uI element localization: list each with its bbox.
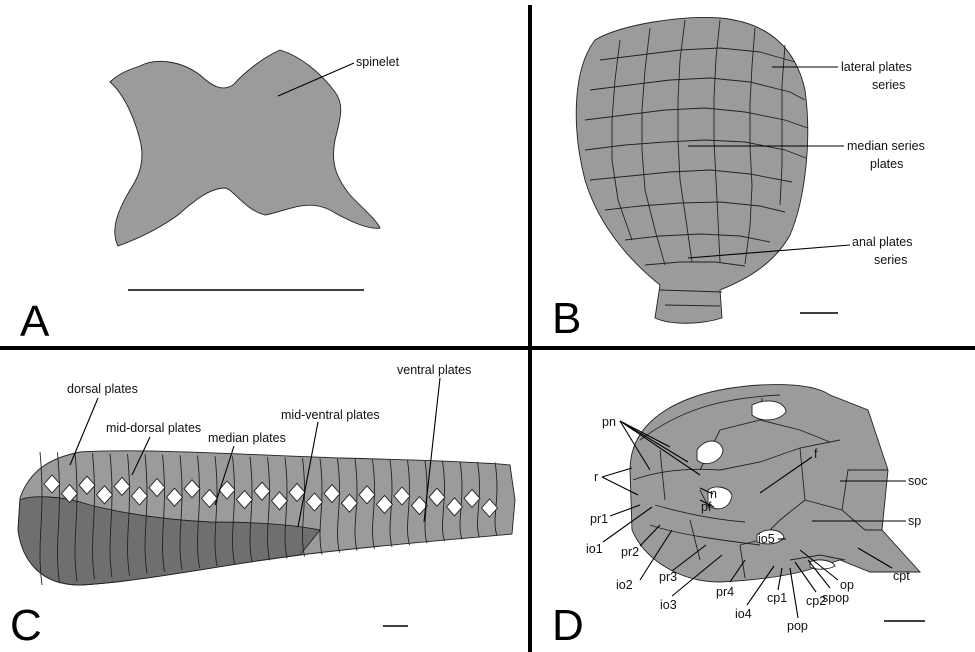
ventral-label: ventral plates (397, 363, 471, 377)
panel-letter-b: B (552, 294, 581, 343)
label-pn: pn (602, 415, 616, 429)
panel-a: spinelet A (20, 50, 400, 346)
panel-d: pn r n pf f soc sp cpt io5 op spop cp2 p… (552, 385, 927, 650)
label-io1: io1 (586, 542, 603, 556)
label-cp1: cp1 (767, 591, 787, 605)
label-io5: io5 (758, 532, 775, 546)
label-r: r (594, 470, 598, 484)
anal-label-2: series (874, 253, 907, 267)
label-pr4: pr4 (716, 585, 734, 599)
spinelet-label: spinelet (356, 55, 400, 69)
panel-b: lateral plates series median series plat… (552, 17, 925, 343)
label-sp: sp (908, 514, 921, 528)
label-op: op (840, 578, 854, 592)
label-cp2: cp2 (806, 594, 826, 608)
label-pr2: pr2 (621, 545, 639, 559)
panel-letter-c: C (10, 601, 42, 650)
panel-c: dorsal plates mid-dorsal plates median p… (10, 363, 515, 650)
label-pr3: pr3 (659, 570, 677, 584)
label-pf: pf (701, 500, 712, 514)
label-f: f (814, 447, 818, 461)
anal-label-1: anal plates (852, 235, 912, 249)
panel-letter-d: D (552, 601, 584, 650)
label-pop: pop (787, 619, 808, 633)
mid-ventral-label: mid-ventral plates (281, 408, 380, 422)
label-io4: io4 (735, 607, 752, 621)
plate-cluster-outline (576, 17, 807, 323)
spinelet-shape (110, 50, 380, 246)
label-soc: soc (908, 474, 927, 488)
label-io2: io2 (616, 578, 633, 592)
median-label-1: median series (847, 139, 925, 153)
label-pr1: pr1 (590, 512, 608, 526)
label-cpt: cpt (893, 569, 910, 583)
lateral-label-2: series (872, 78, 905, 92)
median-label-c: median plates (208, 431, 286, 445)
mid-dorsal-label: mid-dorsal plates (106, 421, 201, 435)
label-n: n (710, 487, 717, 501)
panel-letter-a: A (20, 297, 50, 346)
median-label-2: plates (870, 157, 903, 171)
lateral-label-1: lateral plates (841, 60, 912, 74)
dorsal-label: dorsal plates (67, 382, 138, 396)
label-io3: io3 (660, 598, 677, 612)
